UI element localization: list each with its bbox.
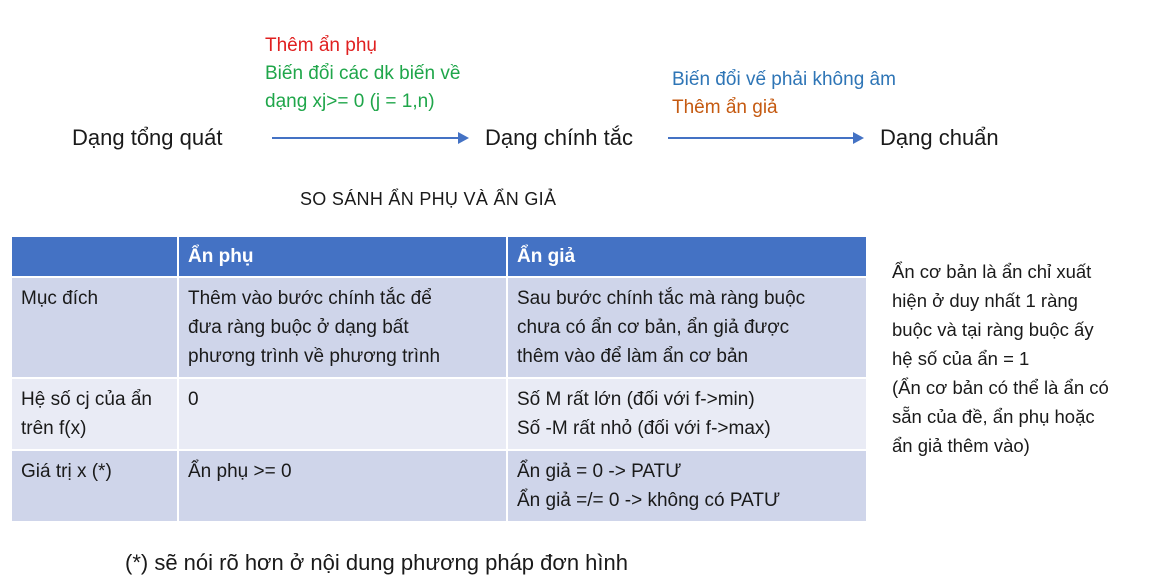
- slack-cell: Ẩn phụ >= 0: [177, 449, 508, 523]
- arrow2-notes: Biến đổi vế phải không âm Thêm ẩn giả: [672, 66, 896, 122]
- note-line: hiện ở duy nhất 1 ràng: [892, 290, 1078, 311]
- arrow2-note: Biến đổi vế phải không âm: [672, 69, 896, 90]
- arrow1-note: dạng xj>= 0 (j = 1,n): [265, 91, 435, 112]
- table-header-row: Ẩn phụ Ẩn giả: [10, 235, 868, 278]
- arrow1-note: Biến đổi các dk biến về: [265, 63, 461, 84]
- note-line: buộc và tại ràng buộc ấy: [892, 319, 1094, 340]
- basic-variable-note: Ẩn cơ bản là ẩn chỉ xuất hiện ở duy nhất…: [892, 257, 1109, 460]
- arrow1-notes: Thêm ẩn phụ Biến đổi các dk biến về dạng…: [265, 32, 460, 116]
- section-title: SO SÁNH ẨN PHỤ VÀ ẨN GIẢ: [300, 189, 557, 209]
- comparison-table: Ẩn phụ Ẩn giả Mục đích Thêm vào bước chí…: [10, 235, 868, 523]
- table-row: Giá trị x (*) Ẩn phụ >= 0 Ẩn giả = 0 -> …: [10, 449, 868, 523]
- table-row: Mục đích Thêm vào bước chính tắc để đưa …: [10, 276, 868, 379]
- slack-cell: 0: [177, 377, 508, 451]
- header-slack-variable: Ẩn phụ: [177, 235, 508, 278]
- arrow-canonical-to-standard: [668, 132, 864, 144]
- arrow2-note: Thêm ẩn giả: [672, 97, 778, 118]
- note-line: sẵn của đề, ẩn phụ hoặc: [892, 406, 1095, 427]
- row-label: Giá trị x (*): [10, 449, 179, 523]
- row-label: Hệ số cj của ẩn trên f(x): [10, 377, 179, 451]
- slack-cell: Thêm vào bước chính tắc để đưa ràng buộc…: [177, 276, 508, 379]
- table-row: Hệ số cj của ẩn trên f(x) 0 Số M rất lớn…: [10, 377, 868, 451]
- stage-general-form: Dạng tổng quát: [72, 125, 223, 150]
- arrow-general-to-canonical: [272, 132, 469, 144]
- row-label: Mục đích: [10, 276, 179, 379]
- note-line: ẩn giả thêm vào): [892, 435, 1030, 456]
- artificial-cell: Sau bước chính tắc mà ràng buộc chưa có …: [506, 276, 868, 379]
- arrow-line: [668, 137, 854, 139]
- arrow1-note: Thêm ẩn phụ: [265, 35, 377, 56]
- arrow-head-icon: [853, 132, 864, 144]
- artificial-cell: Ẩn giả = 0 -> PATƯ Ẩn giả =/= 0 -> không…: [506, 449, 868, 523]
- stage-canonical-form: Dạng chính tắc: [485, 125, 633, 150]
- stage-standard-form: Dạng chuẩn: [880, 125, 999, 150]
- note-line: hệ số của ẩn = 1: [892, 348, 1030, 369]
- note-line: Ẩn cơ bản là ẩn chỉ xuất: [892, 261, 1092, 282]
- arrow-line: [272, 137, 459, 139]
- arrow-head-icon: [458, 132, 469, 144]
- header-artificial-variable: Ẩn giả: [506, 235, 868, 278]
- artificial-cell: Số M rất lớn (đối với f->min) Số -M rất …: [506, 377, 868, 451]
- note-line: (Ẩn cơ bản có thể là ẩn có: [892, 377, 1109, 398]
- header-empty-cell: [10, 235, 179, 278]
- footnote: (*) sẽ nói rõ hơn ở nội dung phương pháp…: [125, 550, 628, 575]
